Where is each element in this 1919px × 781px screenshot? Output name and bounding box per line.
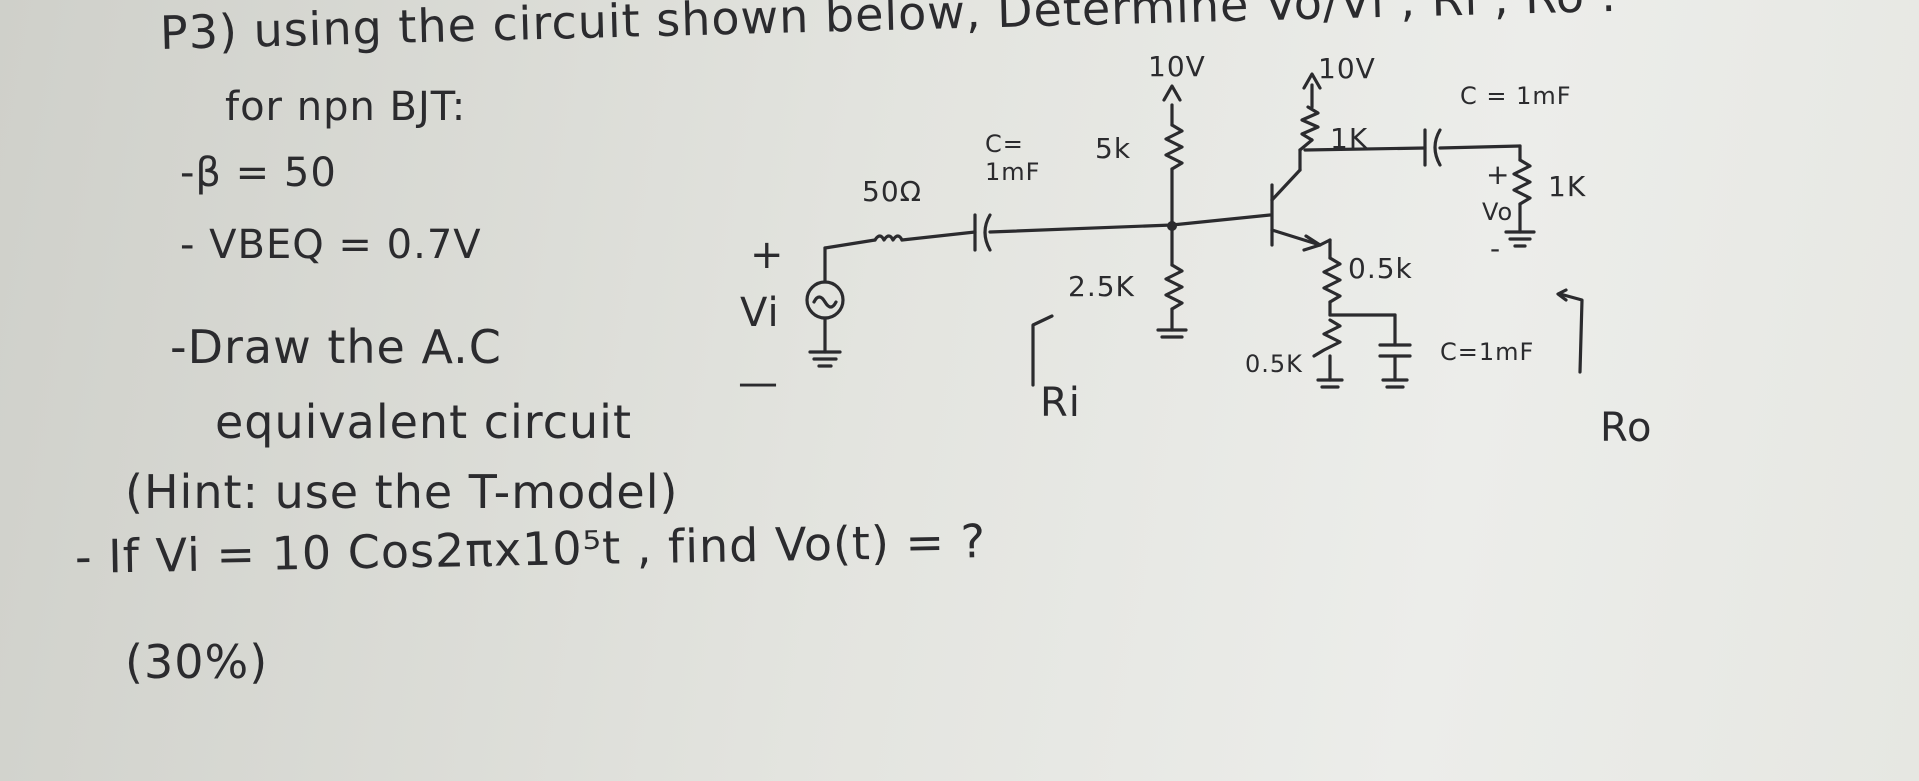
rb1-label: 5k — [1095, 132, 1132, 165]
source-resistor-label: 50Ω — [862, 175, 923, 208]
draw-instruction-line2: equivalent circuit — [215, 395, 632, 449]
draw-instruction-line1: -Draw the A.C — [170, 320, 502, 374]
re2-label: 0.5K — [1245, 350, 1303, 378]
output-capacitor-label: C = 1mF — [1460, 82, 1572, 110]
vo-label: Vo — [1482, 198, 1514, 226]
rc-label: 1K — [1330, 122, 1369, 155]
vcc-left-label: 10V — [1148, 50, 1206, 83]
vi-plus: + — [750, 232, 785, 278]
points-value: (30%) — [125, 635, 269, 689]
input-capacitor-label: C= 1mF — [985, 130, 1041, 186]
vbeq-value: - VBEQ = 0.7V — [180, 222, 482, 268]
rb2-label: 2.5K — [1068, 270, 1135, 303]
beta-value: -β = 50 — [180, 150, 337, 196]
vi-label: Vi — [740, 290, 780, 336]
emitter-capacitor-label: C=1mF — [1440, 338, 1535, 366]
load-resistor-label: 1K — [1548, 170, 1587, 203]
vo-minus: - — [1490, 232, 1502, 265]
re1-label: 0.5k — [1348, 252, 1413, 285]
ri-label: Ri — [1040, 380, 1081, 426]
vcc-right-label: 10V — [1318, 52, 1376, 85]
hint-text: (Hint: use the T-model) — [125, 465, 679, 519]
vo-plus: + — [1486, 158, 1511, 191]
ro-label: Ro — [1600, 405, 1653, 451]
vi-minus: — — [738, 360, 779, 406]
given-intro: for npn BJT: — [225, 84, 467, 130]
